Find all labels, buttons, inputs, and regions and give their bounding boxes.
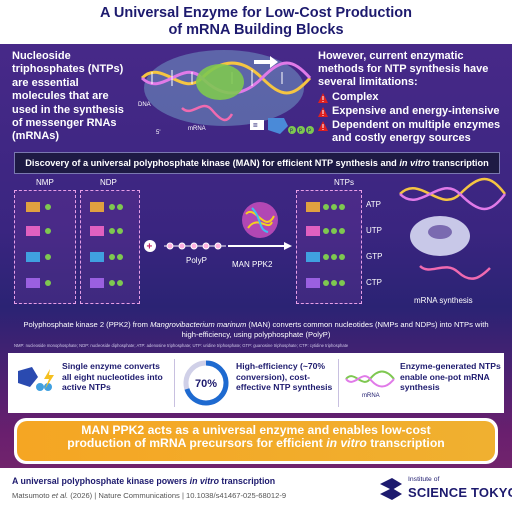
feature-panels: Single enzyme converts all eight nucleot… [8, 353, 504, 413]
institute-logo: Institute of SCIENCE TOKYO [376, 474, 512, 508]
enzyme-label: MAN PPK2 [232, 260, 273, 269]
ntp-intro-text: Nucleoside triphosphates (NTPs) are esse… [12, 50, 124, 143]
warning-icon [318, 121, 328, 131]
ndp-label: NDP [100, 178, 117, 187]
equals-sign-box [250, 120, 264, 130]
mrna-flask-icon: mRNA [345, 370, 395, 399]
nmp-box [14, 190, 76, 304]
polyp-label: PolyP [186, 256, 207, 265]
svg-text:P: P [290, 129, 294, 135]
svg-text:+: + [147, 242, 153, 253]
dna-label: DNA [138, 102, 151, 108]
one-pot-panel: mRNA Enzyme-generated NTPs enable one-po… [340, 353, 504, 413]
mrna-label: mRNA [188, 126, 206, 132]
ntp-molecules [306, 202, 345, 288]
ntps-label: NTPs [334, 178, 354, 187]
limitation-item: Dependent on multiple enzymes and costly… [318, 119, 508, 145]
citation: Matsumoto et al. (2026) | Nature Communi… [12, 491, 287, 500]
science-tokyo-logo-icon [380, 478, 402, 500]
nmp-molecules [26, 202, 51, 288]
limitations-block: However, current enzymatic methods for N… [318, 50, 508, 145]
dna-mrna-illustration: DNA mRNA 5' = P P P [138, 50, 314, 136]
efficiency-panel: 70% High-efficiency (~70% conversion), c… [176, 353, 336, 413]
panel-divider [338, 359, 339, 407]
page-title: A Universal Enzyme for Low-Cost Producti… [99, 5, 413, 38]
phosphate-icon-3 [306, 126, 314, 134]
intro-section: Nucleoside triphosphates (NTPs) are esse… [0, 44, 512, 150]
title-header: A Universal Enzyme for Low-Cost Producti… [0, 0, 512, 44]
ntp-label-gtp: GTP [366, 252, 383, 261]
nucleotide-icon [268, 118, 288, 134]
ntp-label-atp: ATP [366, 200, 381, 209]
efficiency-gauge: 70% [183, 360, 229, 406]
limitation-item: Complex [318, 91, 508, 104]
diagram-description: Polyphosphate kinase 2 (PPK2) from Mangr… [23, 320, 489, 339]
svg-text:P: P [308, 129, 312, 135]
phosphate-icon-1 [288, 126, 296, 134]
five-prime-label: 5' [156, 130, 160, 136]
key-finding-text: MAN PPK2 acts as a universal enzyme and … [17, 421, 495, 461]
ntp-label-utp: UTP [366, 226, 382, 235]
svg-text:P: P [299, 129, 303, 135]
polyp-molecule [164, 242, 226, 250]
mrna-icon-label: mRNA [362, 393, 380, 399]
warning-icon [318, 107, 328, 117]
nucleotide-enzyme-icon [18, 367, 54, 391]
reaction-diagram: NMP NDP NTPs + [0, 174, 512, 359]
efficiency-value: 70% [195, 378, 217, 390]
single-enzyme-panel: Single enzyme converts all eight nucleot… [8, 353, 173, 413]
key-finding-box: MAN PPK2 acts as a universal enzyme and … [14, 418, 498, 464]
panel-divider [174, 359, 175, 407]
limitations-heading: However, current enzymatic methods for N… [318, 50, 489, 88]
equals-sign: = [253, 121, 258, 130]
abbreviations-footnote: NMP: nucleoside monophosphate; NDP: nucl… [14, 343, 349, 348]
discovery-banner: Discovery of a universal polyphosphate k… [14, 152, 500, 174]
warning-icon [318, 93, 328, 103]
reaction-schematic: + [26, 177, 506, 288]
phosphate-icon-2 [297, 126, 305, 134]
mrna-synthesis-label: mRNA synthesis [414, 296, 473, 305]
paper-title: A universal polyphosphate kinase powers … [12, 476, 276, 486]
limitation-item: Expensive and energy-intensive [318, 105, 508, 118]
nmp-label: NMP [36, 178, 54, 187]
ndp-molecules [90, 202, 123, 288]
transcription-illustration [399, 177, 506, 280]
ntp-label-ctp: CTP [366, 278, 382, 287]
footer: A universal polyphosphate kinase powers … [0, 468, 512, 512]
enzyme-structure [242, 202, 278, 238]
